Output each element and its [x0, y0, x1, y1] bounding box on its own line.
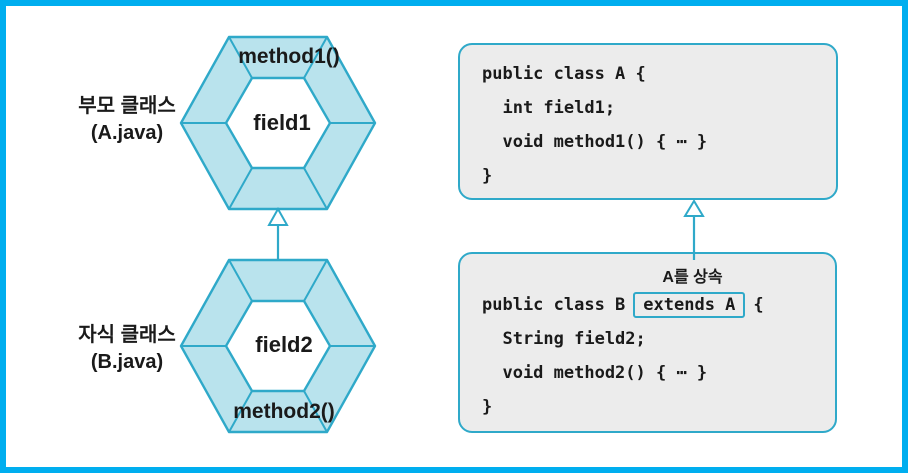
hexagon-inheritance-arrow — [267, 206, 289, 259]
child-class-label: 자식 클래스 (B.java) — [47, 322, 207, 376]
extends-annotation: A를 상속 — [662, 269, 723, 286]
code-line-prefix: public class B — [482, 295, 626, 315]
code-line: public class A { — [482, 64, 646, 84]
parent-class-name: 부모 클래스 — [78, 95, 176, 117]
code-line: String field2; — [482, 329, 646, 349]
parent-class-file: (A.java) — [90, 122, 164, 144]
parent-class-label: 부모 클래스 (A.java) — [47, 93, 207, 147]
code-line: int field1; — [482, 98, 616, 118]
code-line-suffix: { — [753, 295, 764, 315]
child-method-label: method2() — [233, 400, 335, 423]
code-line: } — [482, 166, 493, 186]
class-b-code-box: A를 상속 public class B extends A { String fi… — [458, 252, 837, 433]
code-line: void method2() { ⋯ } — [482, 363, 708, 383]
code-line: void method1() { ⋯ } — [482, 132, 708, 152]
class-a-code-box: public class A { int field1; void method… — [458, 43, 838, 200]
code-line: } — [482, 397, 493, 417]
child-class-name: 자식 클래스 — [78, 324, 176, 346]
parent-method-label: method1() — [238, 45, 340, 68]
child-field-label: field2 — [255, 332, 313, 357]
child-class-file: (B.java) — [90, 351, 164, 373]
parent-field-label: field1 — [253, 110, 311, 135]
extends-keyword-box: extends A — [633, 292, 746, 318]
code-line: public class B extends A { — [482, 288, 764, 322]
